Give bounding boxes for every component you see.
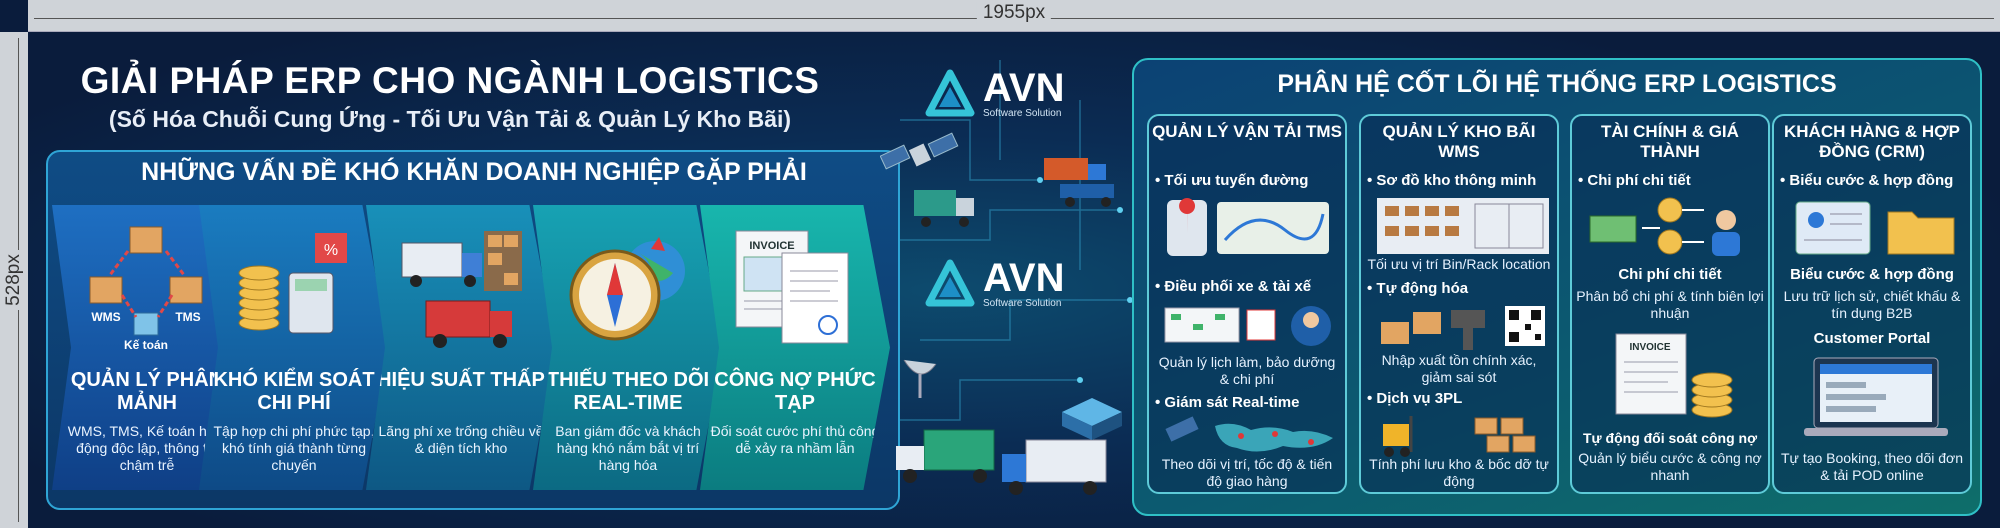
forklift-boxes-icon xyxy=(1383,416,1536,457)
module-column-wms: QUẢN LÝ KHO BÃI WMS • Sơ đồ kho thông mi… xyxy=(1359,114,1559,494)
module-title: QUẢN LÝ VẬN TẢI TMS xyxy=(1152,122,1342,141)
trucks-warehouse-icon xyxy=(401,231,522,348)
module-feature-detailed-cost: • Chi phí chi tiết xyxy=(1578,172,1691,189)
module-column-finance: TÀI CHÍNH & GIÁ THÀNH • Chi phí chi tiết… xyxy=(1570,114,1770,494)
module-feature-dispatch: • Điều phối xe & tài xế xyxy=(1155,278,1312,295)
module-feature-automation: • Tự động hóa xyxy=(1367,280,1469,297)
logo-tagline: Software Solution xyxy=(983,108,1062,119)
container-truck-icon xyxy=(1044,158,1114,207)
warehouse-building-icon xyxy=(1062,398,1122,440)
scanner-qr-icon xyxy=(1381,306,1545,350)
problem-description: Tập hợp chi phí phức tạp, khó tính giá t… xyxy=(213,423,375,473)
width-dimension-label: 1955px xyxy=(976,2,1052,24)
problem-title: KHÓ KIỂM SOÁT CHI PHÍ xyxy=(213,369,375,414)
logo-brand-name: AVN xyxy=(983,256,1065,300)
satellite-icon xyxy=(880,132,959,170)
feature-label: Điều phối xe & tài xế xyxy=(1164,278,1312,295)
module-title: QUẢN LÝ KHO BÃI WMS xyxy=(1382,122,1536,161)
core-modules-heading: PHÂN HỆ CỐT LÕI HỆ THỐNG ERP LOGISTICS xyxy=(1277,70,1837,98)
width-dimension-ruler: 1955px xyxy=(28,0,2000,32)
feature-description: Lưu trữ lịch sử, chiết khấu & tín dụng B… xyxy=(1783,288,1961,321)
main-title: GIẢI PHÁP ERP CHO NGÀNH LOGISTICS xyxy=(80,60,820,101)
feature-label: Giám sát Real-time xyxy=(1164,394,1300,411)
avn-logo-mark-icon xyxy=(925,259,975,306)
problem-title: CÔNG NỢ PHỨC TẠP xyxy=(714,369,876,414)
feature-label: Tối ưu tuyến đường xyxy=(1164,172,1309,189)
feature-description: Quản lý biểu cước & công nợ nhanh xyxy=(1578,450,1762,483)
logo-brand-name: AVN xyxy=(983,66,1065,110)
logo-tagline: Software Solution xyxy=(983,298,1062,309)
module-feature-detailed-cost-2: Chi phí chi tiết xyxy=(1618,266,1722,283)
green-truck-icon xyxy=(914,190,974,227)
problem-card-costs: % KHÓ KIỂM SOÁT CHI PHÍ Tập hợp chi phí … xyxy=(199,205,389,490)
feature-label: Sơ đồ kho thông minh xyxy=(1376,172,1537,189)
contract-folder-icon xyxy=(1795,201,1955,255)
module-feature-route-optimization: • Tối ưu tuyến đường xyxy=(1155,172,1309,189)
feature-description: Quản lý lịch làm, bảo dưỡng & chi phí xyxy=(1158,354,1336,387)
problem-title: THIẾU THEO DÕI REAL-TIME xyxy=(546,369,710,414)
invoice-icon-label: INVOICE xyxy=(749,240,794,252)
invoice-coins-icon: INVOICE xyxy=(1615,333,1733,418)
module-feature-auto-reconcile: Tự động đối soát công nợ xyxy=(1582,430,1758,446)
coins-calculator-icon: % xyxy=(238,233,347,334)
problem-card-tracking: THIẾU THEO DÕI REAL-TIME Ban giám đốc và… xyxy=(533,205,723,490)
main-subtitle: (Số Hóa Chuỗi Cung Ứng - Tối Ưu Vận Tải … xyxy=(108,106,792,132)
height-dimension-label: 528px xyxy=(3,250,25,310)
problem-description: Lãng phí xe trống chiều về & diện tích k… xyxy=(378,423,544,456)
warehouse-layout-icon xyxy=(1377,198,1549,254)
module-column-crm: KHÁCH HÀNG & HỢP ĐỒNG (CRM) • Biểu cước … xyxy=(1772,114,1972,494)
problems-heading: NHỮNG VẤN ĐỀ KHÓ KHĂN DOANH NGHIỆP GẶP P… xyxy=(141,158,807,186)
feature-label: Dịch vụ 3PL xyxy=(1376,390,1463,407)
feature-description: Phân bổ chi phí & tính biên lợi nhuận xyxy=(1576,288,1764,321)
svg-text:%: % xyxy=(324,242,338,259)
feature-description: Tính phí lưu kho & bốc dỡ tự động xyxy=(1369,456,1549,489)
schedule-driver-icon xyxy=(1164,306,1331,346)
invoice-documents-icon: INVOICE xyxy=(735,230,849,344)
avn-logo-mark-icon xyxy=(925,69,975,116)
invoice-icon-label: INVOICE xyxy=(1629,342,1670,353)
feature-label: Tự động hóa xyxy=(1376,280,1469,297)
feature-description: Nhập xuất tồn chính xác, giảm sai sót xyxy=(1381,352,1537,385)
feature-description: Tự tạo Booking, theo dõi đơn & tải POD o… xyxy=(1781,450,1963,483)
connected-boxes-icon: WMS TMS Kế toán xyxy=(89,226,203,352)
feature-label: Biểu cước & hợp đồng xyxy=(1789,172,1954,189)
module-column-tms: QUẢN LÝ VẬN TẢI TMS • Tối ưu tuyến đường… xyxy=(1147,114,1347,494)
radar-dish-icon xyxy=(903,359,937,398)
cash-coins-person-icon xyxy=(1589,197,1740,256)
tms-icon-label: TMS xyxy=(175,310,200,324)
world-map-satellite-icon xyxy=(1165,416,1333,452)
module-feature-3pl: • Dịch vụ 3PL xyxy=(1367,390,1463,407)
problem-card-debts: INVOICE CÔNG NỢ PHỨC TẠP Đối soát cước p… xyxy=(700,205,890,490)
portal-laptop-icon xyxy=(1804,357,1948,436)
problem-description: WMS, TMS, Kế toán hoạt động độc lập, thô… xyxy=(67,423,227,473)
feature-description: Tối ưu vị trí Bin/Rack location xyxy=(1367,256,1551,272)
accounting-icon-label: Kế toán xyxy=(124,338,168,352)
feature-label: Chi phí chi tiết xyxy=(1587,172,1691,189)
feature-description: Theo dõi vị trí, tốc độ & tiến độ giao h… xyxy=(1161,456,1333,489)
problem-card-efficiency: HIỆU SUẤT THẤP Lãng phí xe trống chiều v… xyxy=(366,205,556,490)
module-feature-tariff-contract: • Biểu cước & hợp đồng xyxy=(1780,172,1954,189)
problem-description: Ban giám đốc và khách hàng khó nắm bắt v… xyxy=(555,423,701,473)
problem-title: HIỆU SUẤT THẤP xyxy=(377,369,545,391)
height-dimension-ruler: 528px xyxy=(0,32,28,528)
bottom-trucks-icon xyxy=(896,429,1107,495)
module-feature-tariff-contract-2: Biểu cước & hợp đồng xyxy=(1790,266,1954,283)
module-title: KHÁCH HÀNG & HỢP ĐỒNG (CRM) xyxy=(1783,122,1960,161)
problem-title: QUẢN LÝ PHÂN MẢNH xyxy=(70,369,224,414)
module-feature-realtime: • Giám sát Real-time xyxy=(1155,394,1300,411)
company-logo-center: AVN Software Solution xyxy=(925,258,1064,309)
route-map-icon xyxy=(1167,198,1329,256)
problem-description: Đối soát cước phí thủ công dễ xảy ra nhầ… xyxy=(710,423,880,456)
company-logo-top: AVN Software Solution xyxy=(925,68,1064,119)
module-feature-smart-layout: • Sơ đồ kho thông minh xyxy=(1367,172,1537,189)
module-feature-customer-portal: Customer Portal xyxy=(1813,330,1931,347)
module-title: TÀI CHÍNH & GIÁ THÀNH xyxy=(1601,122,1739,161)
compass-globe-icon xyxy=(569,237,685,341)
wms-icon-label: WMS xyxy=(91,310,120,324)
